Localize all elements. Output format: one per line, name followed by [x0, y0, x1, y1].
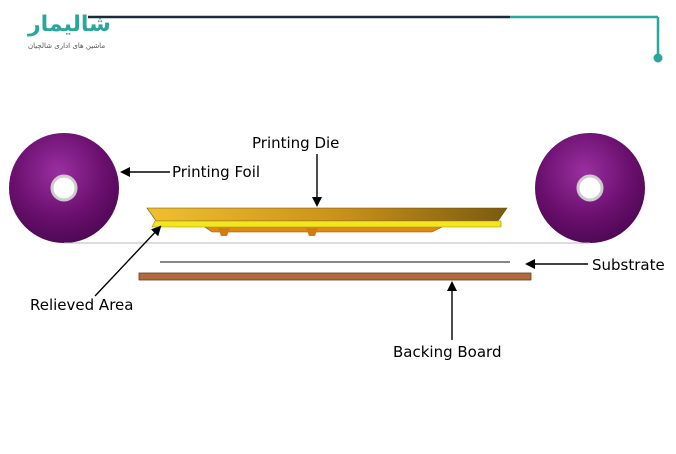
left-foil-roll — [9, 133, 119, 243]
printing-foil-strip — [151, 220, 502, 228]
header-dot-icon — [653, 53, 663, 63]
relieved-area-arrow — [94, 225, 162, 297]
brand-logo: شالیمار — [28, 12, 111, 37]
printing-foil-label: Printing Foil — [172, 163, 260, 181]
substrate-label: Substrate — [592, 256, 665, 274]
brand-tagline: ماشین های اداری شالچیان — [28, 42, 106, 50]
backing-board-plate — [138, 272, 532, 281]
backing-board-label: Backing Board — [393, 343, 501, 361]
relieved-area-label: Relieved Area — [30, 296, 133, 314]
printing-die-label: Printing Die — [252, 134, 339, 152]
right-foil-roll — [535, 133, 645, 243]
header-rule — [88, 15, 663, 63]
